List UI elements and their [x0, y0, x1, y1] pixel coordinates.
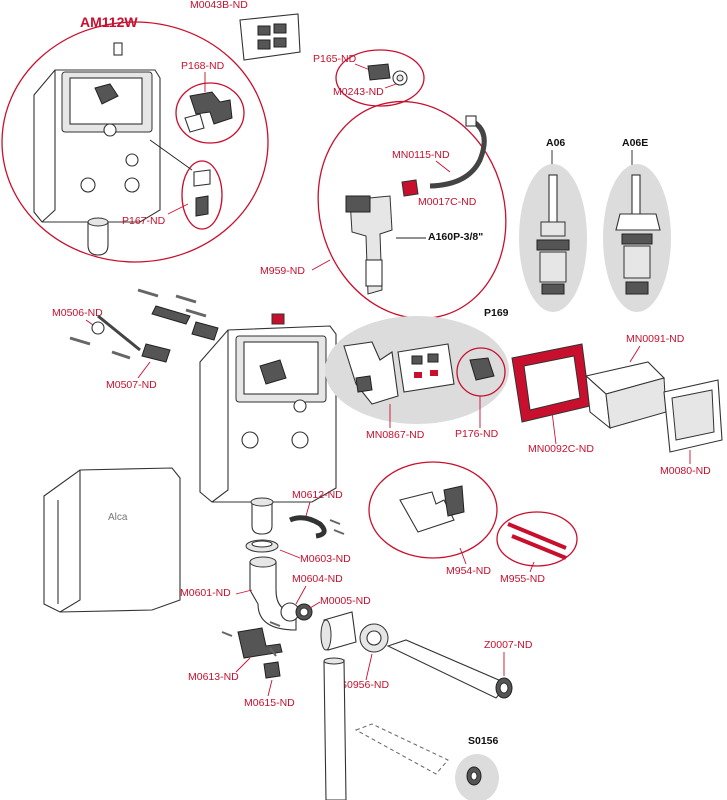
label-mn0092c: MN0092C-ND [528, 443, 594, 455]
label-m0603: M0603-ND [300, 553, 351, 565]
label-m0506: M0506-ND [52, 307, 103, 319]
label-z0007: Z0007-ND [484, 639, 533, 651]
m0613-bracket [237, 627, 283, 659]
label-m0017c: M0017C-ND [418, 196, 477, 208]
m0506-bracket [151, 305, 191, 325]
m0043b-group: M0043B-ND [190, 0, 301, 61]
p165-outline [335, 49, 425, 107]
p176-part [469, 357, 495, 381]
am112w-outline [1, 21, 269, 263]
label-p169: P169 [484, 307, 509, 319]
a06-group: A06 [519, 137, 587, 312]
m0017c-part [401, 179, 419, 197]
p168-part [189, 91, 233, 125]
label-m0601: M0601-ND [180, 587, 231, 599]
label-m0604: M0604-ND [292, 573, 343, 585]
label-a160p: A160P-3/8" [428, 231, 483, 243]
cistern-top [33, 42, 161, 256]
label-mn0091: MN0091-ND [626, 333, 685, 345]
label-p168: P168-ND [181, 60, 225, 72]
p169-group: P169 MN0867-ND P176-ND [325, 307, 509, 441]
mn0115-hose [429, 117, 487, 189]
drain-group: M0603-ND M0601-ND M0604-ND M0005-ND S095… [180, 539, 533, 800]
label-p176: P176-ND [455, 428, 499, 440]
label-m954: M954-ND [446, 565, 491, 577]
label-mn0867: MN0867-ND [366, 429, 425, 441]
m954-outline [368, 461, 498, 559]
label-a06: A06 [546, 137, 565, 149]
m0612-part [289, 515, 327, 539]
am112w-title: AM112W [80, 14, 138, 30]
a06e-rod [631, 174, 641, 216]
m0506-bolt [97, 314, 141, 352]
extension-pipe [354, 723, 449, 775]
label-mn0115: MN0115-ND [392, 149, 450, 161]
p167-part [193, 169, 211, 187]
p165-part [367, 63, 391, 81]
m0043b-frame [239, 13, 301, 61]
vertical-pipe [323, 659, 347, 800]
m0615-part [263, 661, 281, 679]
label-a06e: A06E [622, 137, 648, 149]
p176-outline [456, 347, 506, 397]
m959-valve [349, 195, 393, 295]
fixings-group: M0506-ND M0507-ND [52, 288, 219, 391]
label-m0612: M0612-ND [292, 489, 343, 501]
label-p167: P167-ND [122, 215, 166, 227]
insulation-shell: Alca [43, 467, 181, 613]
label-m0243: M0243-ND [333, 86, 384, 98]
bracket-group: M0613-ND M0615-ND [188, 621, 295, 709]
label-m0507: M0507-ND [106, 379, 157, 391]
label-m0005: M0005-ND [320, 595, 371, 607]
a06-rod [548, 174, 558, 224]
m0080-group: M0080-ND [660, 379, 723, 477]
am112w-group: AM112W P168-ND P167-ND [1, 14, 269, 263]
mn0092c-group: MN0092C-ND [511, 343, 594, 455]
m959-outline [317, 100, 507, 320]
m955-outline [496, 511, 578, 567]
label-s0956: S0956-ND [340, 679, 389, 691]
label-m955: M955-ND [500, 573, 545, 585]
label-m0043b: M0043B-ND [190, 0, 248, 11]
p165-group: P165-ND M0243-ND [313, 49, 425, 107]
label-s0156: S0156 [468, 735, 499, 747]
p167-outline [181, 160, 223, 230]
label-m0615: M0615-ND [244, 697, 295, 709]
m955-group: M955-ND [496, 511, 578, 585]
a06e-group: A06E [603, 137, 671, 312]
m954-part [399, 491, 455, 533]
m0507-part [141, 343, 171, 363]
m954-group: M954-ND [368, 461, 498, 577]
brand-mark: Alca [108, 512, 128, 523]
label-m959: M959-ND [260, 265, 305, 277]
p168-outline [175, 82, 245, 144]
label-m0613: M0613-ND [188, 671, 239, 683]
label-p165: P165-ND [313, 53, 357, 65]
m0612-group: M0612-ND [289, 489, 345, 539]
centre-cistern [199, 313, 337, 535]
a06-bg [519, 164, 587, 312]
m959-group: MN0115-ND M0017C-ND A160P-3/8" M959-ND [260, 100, 507, 320]
label-m0080: M0080-ND [660, 465, 711, 477]
m955-rod [507, 522, 567, 550]
